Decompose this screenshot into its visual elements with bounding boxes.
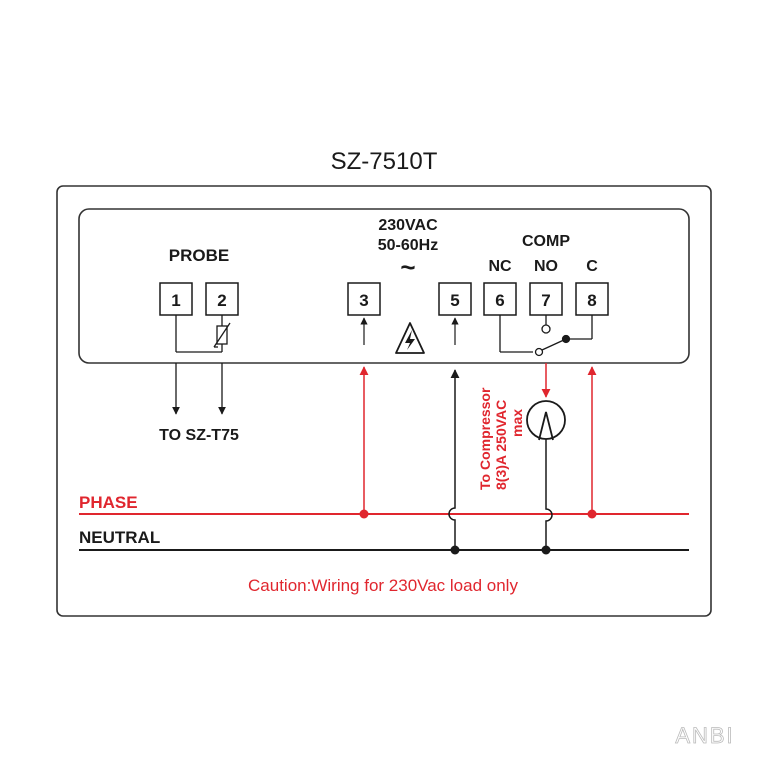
compressor-note-line-3: max [509,409,525,437]
wire-5-neutral [448,369,460,550]
junction-5-neutral [450,545,460,555]
junction-8-phase [587,509,597,519]
relay-switch [499,315,593,357]
frequency-label: 50-60Hz [378,237,438,254]
junction-3-phase [359,509,369,519]
terminal-8-label: 8 [587,291,596,310]
terminal-3-label: 3 [359,291,368,310]
tilde-icon: ~ [400,252,415,282]
probe-internal-wiring [175,315,223,353]
controller-body [78,208,690,364]
compressor-icon [526,400,566,441]
terminal-8: 8 [575,282,609,316]
contact-nc-label: NC [488,258,512,275]
neutral-label: NEUTRAL [79,528,160,547]
compressor-note-line-2: 8(3)A 250VAC [493,400,509,490]
high-voltage-warning-icon [395,322,425,354]
compressor-note: To Compressor 8(3)A 250VAC max [477,387,525,490]
wire-compressor-neutral [545,439,553,550]
compressor-note-line-1: To Compressor [477,387,493,490]
terminal-6: 6 [483,282,517,316]
watermark-logo: ANBI [675,723,734,748]
terminal-3: 3 [347,282,381,316]
terminal-7-label: 7 [541,291,550,310]
terminal-7: 7 [529,282,563,316]
phase-label: PHASE [79,493,138,512]
contact-no-label: NO [534,258,558,275]
contact-c-label: C [586,258,598,275]
probe-output-label: TO SZ-T75 [159,427,239,444]
terminal-5-label: 5 [450,291,459,310]
terminal-2: 2 [205,282,239,316]
junction-compressor-neutral [541,545,551,555]
comp-label: COMP [522,233,570,250]
terminal-6-label: 6 [495,291,504,310]
terminal-1: 1 [159,282,193,316]
caution-note: Caution:Wiring for 230Vac load only [248,576,518,595]
voltage-label: 230VAC [378,217,438,234]
terminal-2-label: 2 [217,291,226,310]
terminal-1-label: 1 [171,291,180,310]
probe-label: PROBE [169,246,229,265]
outer-frame [56,185,712,617]
diagram-title: SZ-7510T [331,148,438,175]
thermistor-icon [213,322,231,348]
terminal-5: 5 [438,282,472,316]
